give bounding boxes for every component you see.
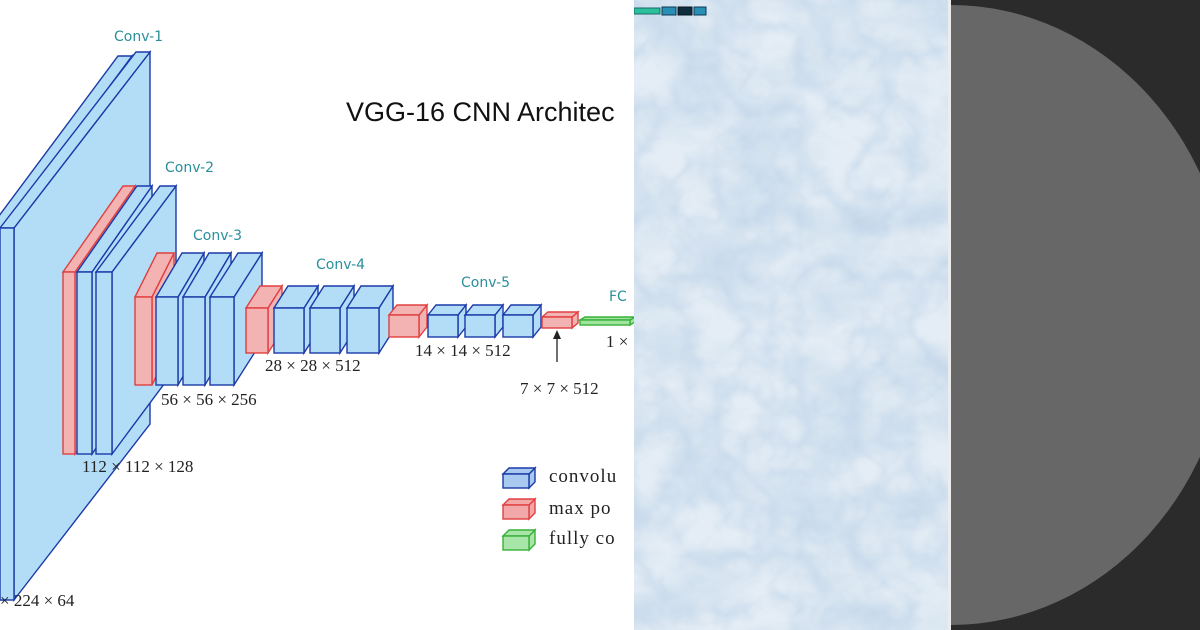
legend-swatch-fully-connected: [501, 528, 537, 552]
conv4-block-a: [272, 283, 320, 356]
diagram-title: VGG-16 CNN Architec: [346, 97, 615, 127]
dim-label-conv1: × 224 × 64: [0, 591, 75, 610]
conv5-block-c: [501, 303, 543, 339]
dark-decorative-panel: [951, 0, 1200, 630]
conv5-block-a: [426, 303, 468, 339]
legend-label-max-pooling: max po: [549, 498, 611, 519]
legend: [501, 466, 537, 552]
vgg16-architecture-diagram: Conv-1 Conv-2 Conv-3 Conv-4 Conv-5 FC × …: [0, 29, 634, 610]
dim-label-conv4: 28 × 28 × 512: [265, 356, 361, 375]
legend-label-convolution: convolu: [549, 466, 617, 487]
dim-label-conv2: 112 × 112 × 128: [82, 457, 193, 476]
conv4-block-c: [345, 283, 395, 356]
conv5-block-b: [463, 303, 505, 339]
dim-label-conv5: 14 × 14 × 512: [415, 341, 511, 360]
dim-label-pool5: 7 × 7 × 512: [520, 379, 599, 398]
pool5-pointer-arrow: [553, 330, 561, 362]
legend-swatch-max-pooling: [501, 497, 537, 521]
conv-3-label: Conv-3: [193, 228, 242, 244]
dim-label-fc: 1 ×: [606, 332, 628, 351]
pool5-block: [540, 310, 580, 330]
conv-1-label: Conv-1: [114, 29, 163, 45]
conv-5-label: Conv-5: [461, 275, 510, 291]
conv-4-label: Conv-4: [316, 257, 365, 273]
dim-label-conv3: 56 × 56 × 256: [161, 390, 257, 409]
conv-2-label: Conv-2: [165, 160, 214, 176]
marble-texture-panel: [634, 0, 948, 630]
fc-label: FC: [609, 289, 627, 305]
marble-texture: [634, 0, 948, 630]
fc-block: [577, 316, 634, 327]
pool4-block: [387, 303, 429, 339]
fc-layers-overflow: [634, 6, 707, 16]
panel-divider: [948, 0, 951, 630]
grey-semicircle-shape: [951, 5, 1200, 625]
legend-swatch-convolution: [501, 466, 537, 490]
vgg16-diagram-panel: Conv-1 Conv-2 Conv-3 Conv-4 Conv-5 FC × …: [0, 29, 634, 610]
grey-semicircle: [951, 5, 1200, 625]
legend-label-fully-connected: fully co: [549, 528, 616, 549]
